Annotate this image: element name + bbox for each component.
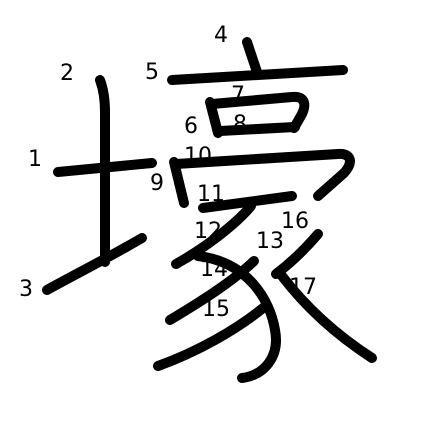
stroke-number-17: 17	[289, 275, 317, 300]
stroke-number-3: 3	[19, 277, 33, 302]
stroke-number-7: 7	[231, 83, 245, 108]
stroke-number-13: 13	[256, 229, 284, 254]
stroke-17	[277, 271, 377, 363]
stroke-5	[167, 65, 348, 85]
stroke-15	[153, 303, 268, 371]
stroke-2	[95, 75, 110, 267]
stroke-number-6: 6	[184, 114, 198, 139]
stroke-11	[198, 191, 297, 213]
stroke-number-9: 9	[150, 171, 164, 196]
stroke-number-15: 15	[202, 297, 230, 322]
stroke-number-4: 4	[214, 23, 228, 48]
stroke-number-2: 2	[60, 61, 74, 86]
stroke-number-14: 14	[200, 257, 228, 282]
stroke-number-11: 11	[197, 182, 225, 207]
stroke-number-1: 1	[28, 147, 42, 172]
stroke-number-5: 5	[145, 60, 159, 85]
stroke-number-16: 16	[281, 209, 309, 234]
stroke-13	[193, 251, 281, 383]
stroke-number-10: 10	[184, 144, 212, 169]
character-strokes	[42, 37, 377, 383]
stroke-7	[207, 91, 310, 133]
stroke-4	[242, 37, 262, 77]
stroke-number-labels: 1 2 3 4 5 6 7 8 9 10 11 12 13 14 15 16 1…	[19, 23, 317, 322]
stroke-16	[271, 229, 323, 279]
stroke-3	[42, 233, 147, 295]
stroke-14	[165, 256, 259, 325]
stroke-number-12: 12	[194, 219, 222, 244]
stroke-8	[215, 122, 300, 136]
stroke-number-8: 8	[233, 112, 247, 137]
stroke-10	[171, 148, 355, 201]
stroke-12	[171, 201, 256, 269]
